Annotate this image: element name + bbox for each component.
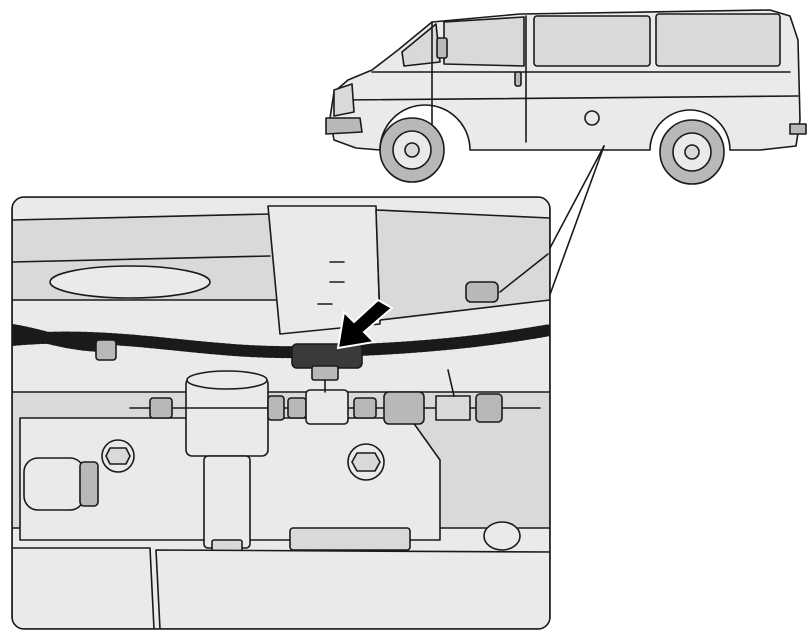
fitting-2 xyxy=(267,395,285,421)
left-cylinder-cap xyxy=(79,461,99,507)
wiring-harness-left xyxy=(12,324,106,352)
van-fuel-cap xyxy=(584,110,600,126)
valve-body xyxy=(305,389,349,425)
tee-branch xyxy=(447,369,455,397)
bottom-panel-left xyxy=(12,547,155,629)
fitting-5 xyxy=(383,391,425,425)
detail-frame-border xyxy=(11,196,551,630)
van-front-bumper xyxy=(325,117,363,135)
fitting-3 xyxy=(287,397,307,419)
van-rear-window-2 xyxy=(655,13,781,67)
floor-oval xyxy=(49,265,211,299)
fitting-6 xyxy=(475,393,503,423)
left-cylinder xyxy=(23,457,85,511)
bottom-bracket xyxy=(289,527,411,551)
van-rear-bumper xyxy=(789,123,807,135)
upper-fitting xyxy=(465,281,499,303)
fuel-filter xyxy=(185,370,269,553)
van-illustration xyxy=(325,9,807,185)
van-front-window xyxy=(443,16,525,67)
van-front-wheel xyxy=(379,117,445,183)
right-panel xyxy=(375,209,550,321)
bolt-right xyxy=(347,443,385,481)
highlighted-component xyxy=(291,343,363,393)
fitting-1 xyxy=(149,397,173,419)
van-rear-window-1 xyxy=(533,15,651,67)
van-grille xyxy=(333,83,355,117)
van-rear-wheel xyxy=(659,119,725,185)
fitting-4 xyxy=(353,397,377,419)
bottom-panel-right xyxy=(155,549,550,629)
harness-clip xyxy=(95,339,117,361)
bolt-left xyxy=(101,439,135,473)
detail-view xyxy=(11,196,551,630)
van-rocker-line xyxy=(339,95,799,101)
vertical-bracket xyxy=(267,205,381,335)
plug-hole xyxy=(483,521,521,551)
upper-fuel-line xyxy=(499,253,549,293)
van-door-handle xyxy=(514,71,522,87)
arrow-icon xyxy=(336,298,394,350)
callout-line-2 xyxy=(549,145,605,249)
tee-fitting xyxy=(435,395,471,421)
van-mirror xyxy=(436,37,448,59)
floor-pan-ridge xyxy=(12,255,271,263)
van-windshield xyxy=(401,23,441,67)
